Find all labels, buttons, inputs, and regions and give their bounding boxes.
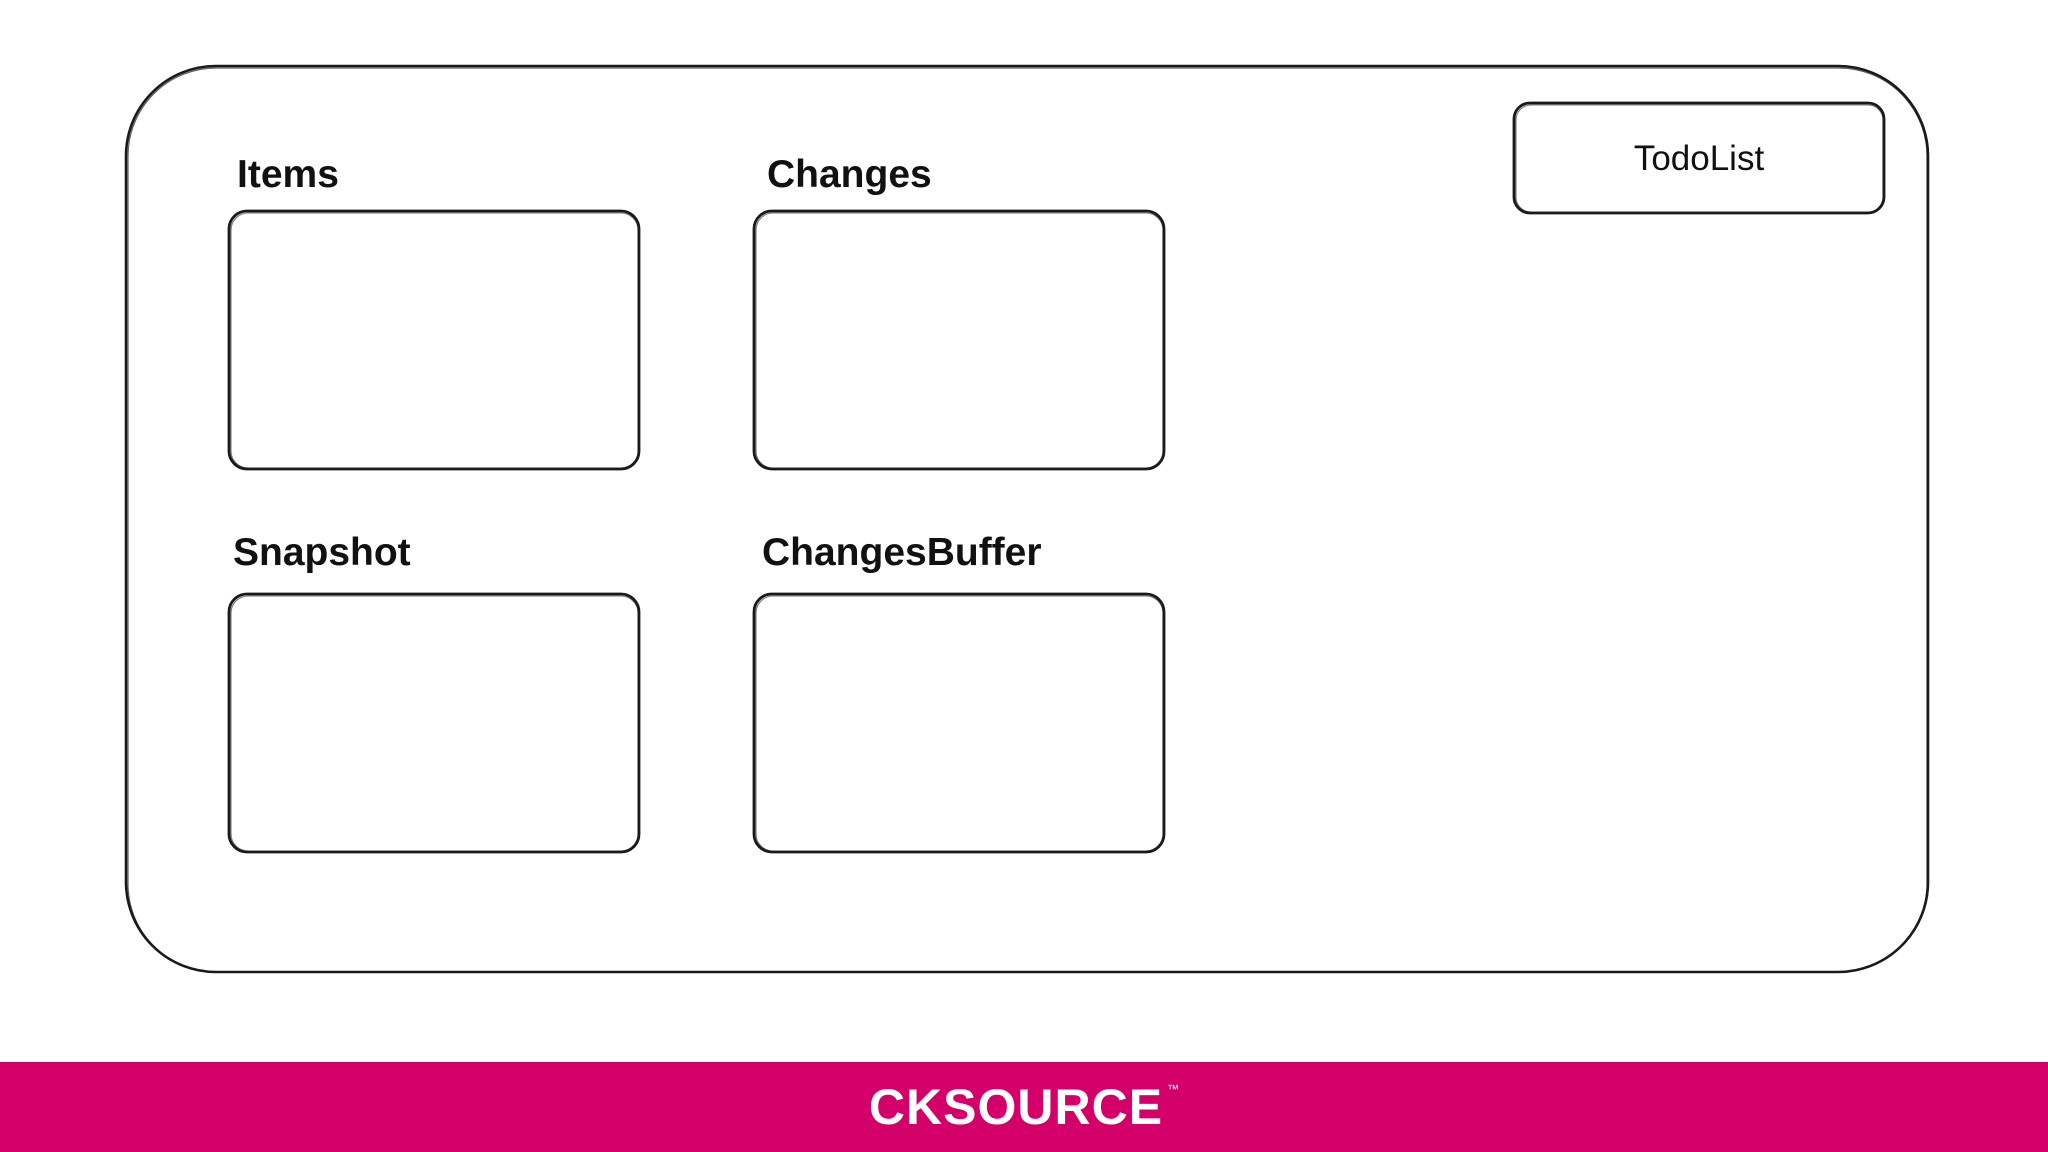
brand-wordmark: CKSOURCE [868,1079,1164,1135]
changes-buffer-label: ChangesBuffer [762,531,1042,574]
snapshot-box [227,592,641,854]
snapshot-label: Snapshot [233,531,411,574]
items-label: Items [237,153,339,196]
trademark-symbol: ™ [1167,1082,1180,1096]
diagram-canvas [124,64,1930,974]
changes-box [752,209,1166,471]
changes-label: Changes [767,153,932,196]
todolist-label: TodoList [1633,139,1765,178]
footer-bar: CKSOURCE ™ [0,1062,2048,1152]
todolist-box [1512,101,1886,215]
outer-container [124,64,1930,974]
items-box [227,209,641,471]
cksource-logo: CKSOURCE ™ [869,1082,1179,1132]
changes-buffer-box [752,592,1166,854]
